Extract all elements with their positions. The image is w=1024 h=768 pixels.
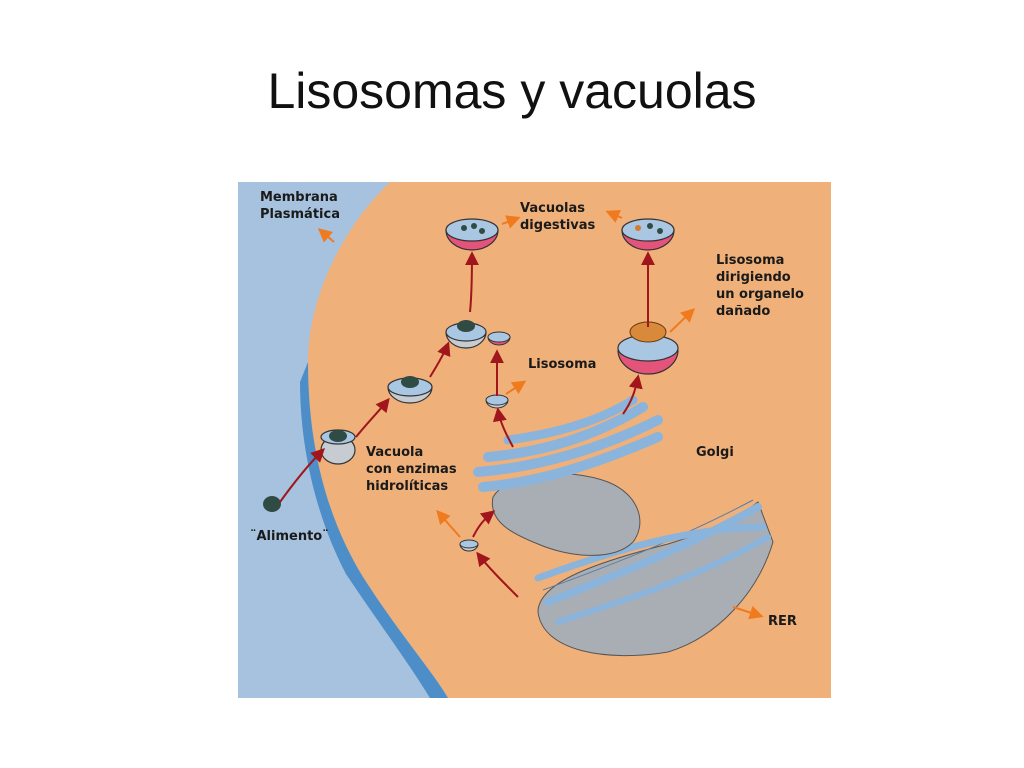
- lysosome-damaged-organelle: [617, 321, 679, 375]
- plasma-membrane-outer: [238, 182, 448, 698]
- label-lisosoma: Lisosoma: [528, 357, 596, 372]
- diagram-canvas: Membrana Plasmática Vacuolas digestivas …: [238, 182, 831, 698]
- label-vacuola-2: con enzimas: [366, 462, 457, 477]
- golgi: [473, 395, 663, 556]
- label-membrana-2: Plasmática: [260, 207, 340, 222]
- label-lisosoma-org-4: dañado: [716, 304, 770, 319]
- label-vacuolas-1: Vacuolas: [520, 201, 585, 216]
- lysosome-diagram: Membrana Plasmática Vacuolas digestivas …: [238, 182, 831, 698]
- vesicle-entry: [320, 429, 356, 465]
- plasma-membrane-inner: [300, 362, 448, 698]
- label-alimento: ¨Alimento¨: [250, 529, 329, 544]
- hydrolytic-vacuole: [459, 539, 479, 552]
- lysosome-budding: [485, 394, 509, 409]
- label-golgi: Golgi: [696, 445, 734, 460]
- vesicle-food-3: [445, 320, 487, 349]
- pathway-arrows: [279, 251, 655, 598]
- label-vacuolas-2: digestivas: [520, 218, 596, 233]
- label-lisosoma-org-2: dirigiendo: [716, 270, 791, 285]
- rer: [534, 499, 774, 657]
- label-lisosoma-org-1: Lisosoma: [716, 253, 784, 268]
- slide-title: Lisosomas y vacuolas: [267, 63, 757, 119]
- label-vacuola-3: hidrolíticas: [366, 479, 448, 494]
- label-arrows: [317, 209, 764, 620]
- label-membrana-1: Membrana: [260, 190, 338, 205]
- vesicle-food-2: [387, 376, 433, 404]
- food-particle: [263, 496, 281, 512]
- digestive-vacuole-right: [621, 218, 675, 251]
- label-vacuola-1: Vacuola: [366, 445, 423, 460]
- lysosome-small-near-golgi: [487, 331, 511, 346]
- label-lisosoma-org-3: un organelo: [716, 287, 804, 302]
- digestive-vacuole-left: [445, 218, 499, 251]
- label-rer: RER: [768, 614, 797, 629]
